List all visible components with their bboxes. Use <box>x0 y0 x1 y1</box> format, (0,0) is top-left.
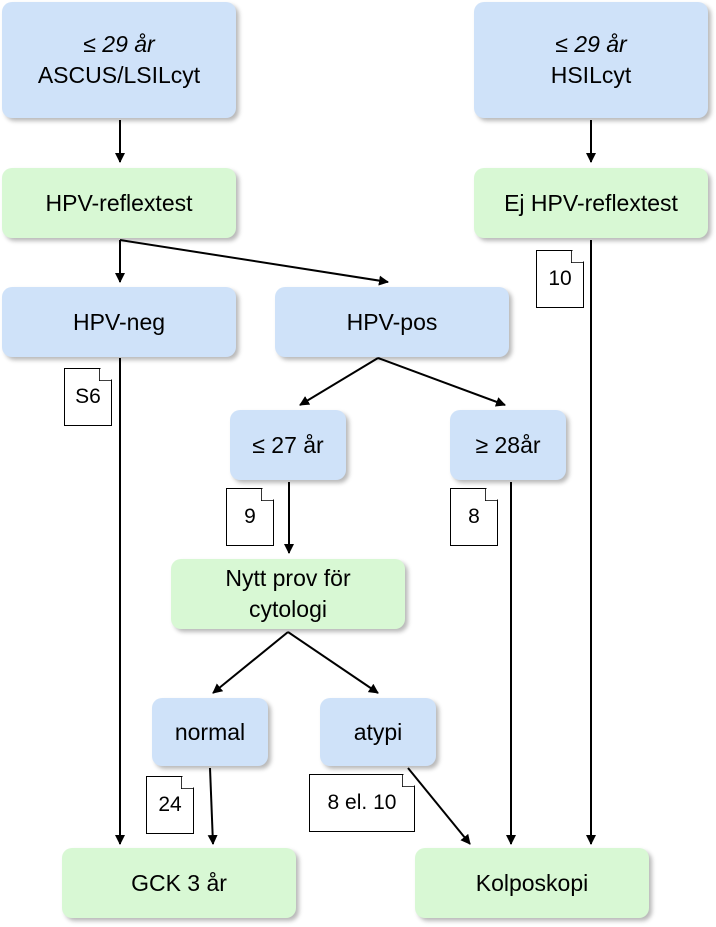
node-ge28-label: ≥ 28år <box>475 431 541 458</box>
note-10-label: 10 <box>548 267 572 290</box>
node-nytt-prov-line2: cytologi <box>249 596 327 622</box>
node-ascus-age: ≤ 29 år <box>83 31 155 57</box>
note-8-label: 8 <box>468 505 480 528</box>
note-24: 24 <box>146 776 194 834</box>
note-8-el-10-label: 8 el. 10 <box>327 791 397 814</box>
note-s6-label: S6 <box>75 385 101 408</box>
node-ascus-label: ASCUS/LSILcyt <box>37 62 201 88</box>
node-hsil-label: HSILcyt <box>550 62 632 88</box>
node-kolposkopi-label: Kolposkopi <box>475 869 589 896</box>
node-ascus: ≤ 29 år ASCUS/LSILcyt <box>2 2 236 118</box>
edge-nytt-to-normal <box>212 631 289 694</box>
node-nytt-prov-line1: Nytt prov för <box>225 565 351 591</box>
note-9: 9 <box>226 488 274 546</box>
edge-nytt-to-atypi <box>287 631 379 694</box>
edge-atypi-to-kolposkopi <box>407 767 471 845</box>
node-normal: normal <box>152 698 268 766</box>
node-hpv-neg: HPV-neg <box>2 287 236 357</box>
node-atypi-label: atypi <box>353 718 403 745</box>
note-9-label: 9 <box>244 505 256 528</box>
node-hpv-neg-label: HPV-neg <box>72 308 166 335</box>
node-hpv-reflextest-label: HPV-reflextest <box>45 189 193 216</box>
edge-normal-to-gck <box>207 767 218 845</box>
edge-hpvpos-to-ge28 <box>377 357 506 407</box>
node-hpv-reflextest: HPV-reflextest <box>2 168 236 238</box>
node-gck-3-ar: GCK 3 år <box>62 848 296 918</box>
node-hpv-pos-label: HPV-pos <box>346 308 438 335</box>
note-8: 8 <box>450 488 498 546</box>
node-hsil-age: ≤ 29 år <box>555 31 627 57</box>
node-kolposkopi: Kolposkopi <box>415 848 649 918</box>
node-hsil: ≤ 29 år HSILcyt <box>474 2 708 118</box>
node-ej-hpv-reflextest-label: Ej HPV-reflextest <box>504 189 678 216</box>
note-24-label: 24 <box>158 793 182 816</box>
node-gck-label: GCK 3 år <box>131 869 227 896</box>
node-ej-hpv-reflextest: Ej HPV-reflextest <box>474 168 708 238</box>
note-s6: S6 <box>64 368 112 426</box>
edge-reflex-to-hpvpos <box>119 239 389 286</box>
node-ge28: ≥ 28år <box>450 410 566 480</box>
node-normal-label: normal <box>174 718 246 745</box>
note-8-el-10: 8 el. 10 <box>309 774 415 832</box>
node-hpv-pos: HPV-pos <box>275 287 509 357</box>
note-10: 10 <box>536 250 584 308</box>
node-atypi: atypi <box>320 698 436 766</box>
node-nytt-prov: Nytt prov för cytologi <box>171 559 405 629</box>
edge-hpvpos-to-le27 <box>299 357 379 406</box>
node-le27: ≤ 27 år <box>230 410 346 480</box>
node-le27-label: ≤ 27 år <box>252 431 324 458</box>
